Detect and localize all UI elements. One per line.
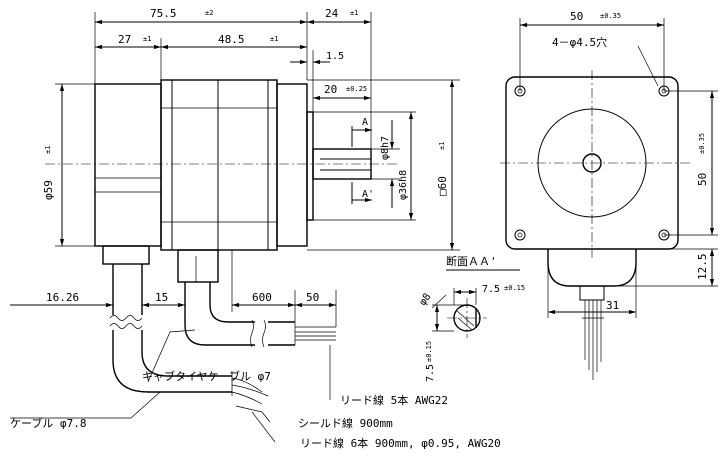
dim-len-600: 600	[252, 291, 272, 304]
section-flat-tol: ±0.15	[504, 284, 525, 292]
label-shield: シールド線 900mm	[298, 416, 393, 430]
front-dim-lead-width: 31	[606, 299, 619, 312]
section-flat: 7.5	[482, 284, 500, 295]
dim-overall-length: 75.5	[150, 7, 177, 20]
label-lead6: リード線 6本 900mm, φ0.95, AWG20	[300, 436, 501, 450]
section-flat-v: 7.5	[425, 364, 436, 382]
dim-overall-length-tol: ±2	[205, 9, 213, 17]
dim-body-len: 48.5	[218, 33, 245, 46]
motor-body	[160, 79, 278, 251]
front-holes: 4－φ4.5穴	[552, 35, 607, 49]
front-dim-height: 50	[696, 173, 709, 186]
dim-rear-cap-tol: ±1	[143, 35, 151, 43]
front-dim-width-tol: ±0.35	[600, 12, 621, 20]
dim-cable-offset: 16.26	[46, 291, 79, 304]
dim-len-50: 50	[306, 291, 319, 304]
dim-shaft-flat-tol: ±0.25	[346, 85, 367, 93]
section-dia: φ8	[417, 292, 433, 308]
rear-cap	[94, 83, 162, 247]
front-dim-height-tol: ±0.35	[698, 133, 706, 154]
section-flat-v-tol: ±0.15	[425, 341, 433, 362]
dim-cable-gap: 15	[155, 291, 168, 304]
side-view: 75.5 ±2 24 ±1 27 ±1 48.5 ±1 1.5 20 ±0.25…	[42, 7, 460, 283]
dim-dia-body: φ59	[42, 180, 55, 200]
front-dim-lead-height: 12.5	[696, 254, 709, 281]
dim-square-tol: ±1	[438, 142, 446, 150]
cables: 16.26 15 600 50 キャブタイヤケーブル φ7 リード線 5本 AW…	[10, 250, 501, 450]
front-view: 50 ±0.35 4－φ4.5穴 50 ±0.35 12.5 31	[500, 10, 718, 380]
dim-dia-body-tol: ±1	[44, 146, 52, 154]
section-title: 断面ＡＡ'	[446, 254, 497, 268]
front-dim-width: 50	[570, 10, 583, 23]
label-cabtire: キャブタイヤケーブル φ7	[142, 369, 271, 383]
label-cable78: ケーブル φ7.8	[10, 416, 86, 430]
dim-dia-shaft: φ8h7	[380, 136, 391, 160]
dim-rear-cap: 27	[118, 33, 131, 46]
front-flange	[276, 83, 308, 247]
dim-square: □60	[436, 176, 449, 196]
dim-shaft-ext: 24	[325, 7, 339, 20]
dim-shaft-ext-tol: ±1	[350, 9, 358, 17]
dim-body-len-tol: ±1	[270, 35, 278, 43]
section-mark-a2: A'	[362, 189, 374, 200]
dim-shaft-flat: 20	[324, 83, 337, 96]
section-aa: 断面ＡＡ' 7.5 ±0.15 φ8 7.5 ±0.15	[417, 254, 525, 382]
label-lead5: リード線 5本 AWG22	[340, 393, 448, 407]
dim-flange: 1.5	[326, 51, 344, 62]
section-mark-a: A	[362, 117, 368, 128]
dim-dia-pilot: φ36h8	[398, 170, 409, 200]
